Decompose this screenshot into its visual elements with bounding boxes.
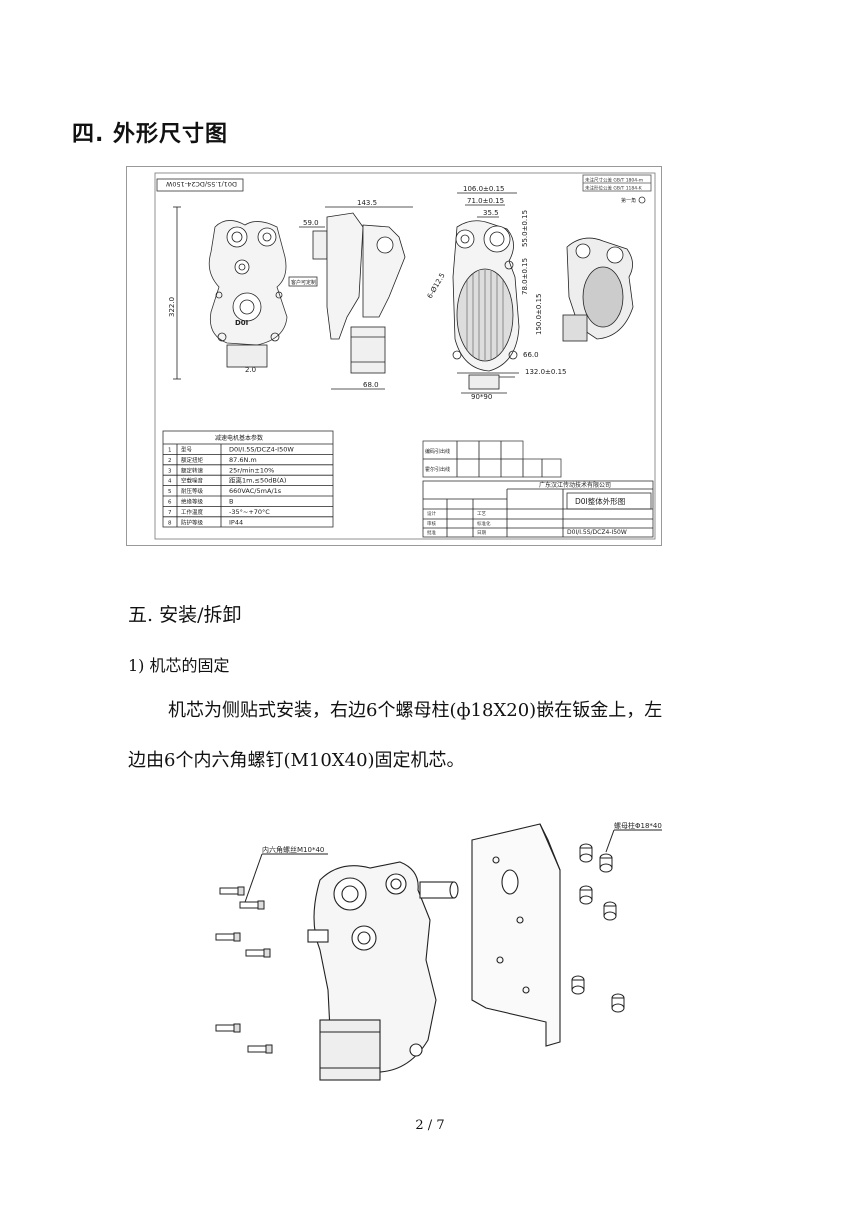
dim-132: 132.0±0.15	[525, 368, 567, 376]
dim-90x90: 90*90	[471, 393, 492, 401]
rear-view: 106.0±0.15 71.0±0.15 35.5 55.0±0.15 78.0…	[426, 185, 567, 401]
isometric-view	[562, 237, 634, 342]
params-title: 减速电机基本参数	[215, 434, 263, 442]
param-name: 工作温度	[181, 508, 204, 516]
front-view: D0I 322.0 2.0	[168, 206, 288, 380]
dim-143: 143.5	[357, 199, 377, 207]
tb-standard: 标准化	[477, 520, 491, 527]
drawing-code: D0I/I.5S/DCZ4-I50W	[567, 529, 627, 536]
param-no: 5	[168, 489, 172, 495]
dim-6-holes: 6-Ø12.5	[426, 272, 447, 300]
drawing-title: D0I整体外形图	[575, 496, 625, 506]
param-value: 距离1m,≤50dB(A)	[229, 476, 286, 485]
dim-66: 66.0	[523, 351, 539, 359]
param-value: 25r/min±10%	[229, 466, 274, 474]
screw-label: 内六角螺丝M10*40	[262, 845, 324, 854]
note-line-2: 未注形位公差 GB/T 1184-K	[585, 185, 643, 192]
param-no: 6	[168, 500, 172, 506]
param-name: 额定扭矩	[181, 456, 204, 464]
title-block: 广东汉江传动技术有限公司 D0I整体外形图 D0I/I.5S/DCZ4-I50W…	[422, 480, 654, 538]
param-name: 耐压等级	[181, 487, 204, 495]
screws	[215, 886, 273, 1054]
nut-posts	[571, 843, 625, 1013]
param-name: 额定转速	[181, 466, 204, 474]
dim-59: 59.0	[303, 219, 319, 227]
param-no: 2	[168, 458, 172, 464]
dim-322: 322.0	[168, 297, 176, 317]
section-heading-dimensions: 四. 外形尺寸图	[72, 122, 229, 147]
mounting-plate	[471, 823, 561, 1047]
param-name: 防护等级	[181, 518, 204, 526]
tb-process: 工艺	[477, 511, 486, 517]
param-no: 3	[168, 468, 172, 474]
dim-35: 35.5	[483, 209, 499, 217]
parameter-table: 减速电机基本参数 1 型号 D0I/I.5S/DCZ4-I50W 2 额定扭矩 …	[162, 430, 334, 528]
section-heading-install: 五. 安装/拆卸	[128, 604, 242, 626]
note-line-1: 未注尺寸公差 GB/T 1804-m	[585, 177, 643, 184]
dim-78: 78.0±0.15	[521, 258, 529, 295]
wire-label-encoder: 编码引出线	[425, 448, 450, 455]
dim-150: 150.0±0.15	[535, 294, 543, 336]
nut-label: 螺母柱Φ18*40	[614, 821, 662, 830]
param-name: 绝缘等级	[181, 498, 204, 506]
param-no: 8	[168, 520, 172, 526]
subsection-heading: 1) 机芯的固定	[128, 656, 230, 675]
param-no: 4	[168, 479, 172, 485]
dim-68: 68.0	[363, 381, 379, 389]
tb-date: 日期	[477, 530, 486, 536]
customer-customizable: 客户可定制	[291, 279, 316, 286]
param-name: 型号	[181, 446, 193, 454]
model-stamp: D01/1.5S/DC24-150W	[165, 180, 237, 188]
wire-table: 编码引出线 霍尔引出线	[422, 440, 562, 478]
company-name: 广东汉江传动技术有限公司	[539, 481, 611, 489]
body-line-2: 边由6个内六角螺钉(M10X40)固定机芯。	[128, 750, 465, 771]
param-no: 1	[168, 448, 172, 454]
projection-label: 第一角	[621, 197, 636, 204]
dim-106: 106.0±0.15	[463, 185, 505, 193]
side-view: 143.5 59.0 客户可定制 68.0	[288, 199, 413, 390]
body-line-1: 机芯为侧贴式安装，右边6个螺母柱(ф18X20)嵌在钣金上，左	[168, 700, 663, 721]
gear-motor	[307, 861, 459, 1081]
housing-logo: D0I	[235, 319, 248, 327]
param-value: D0I/I.5S/DCZ4-I50W	[229, 446, 294, 454]
page-number: 2 / 7	[415, 1118, 445, 1133]
wire-label-hall: 霍尔引出线	[425, 466, 450, 473]
dim-71: 71.0±0.15	[467, 197, 504, 205]
param-name: 空载噪音	[181, 477, 204, 485]
param-value: 660VAC/5mA/1s	[229, 487, 282, 495]
param-value: -35°~+70°C	[229, 508, 270, 516]
param-value: 87.6N.m	[229, 456, 257, 464]
param-value: B	[229, 498, 233, 506]
param-value: IP44	[229, 518, 243, 526]
tb-review: 审核	[427, 520, 436, 527]
dim-2: 2.0	[245, 366, 256, 374]
tb-design: 设计	[427, 510, 436, 517]
dimension-drawing: D01/1.5S/DC24-150W 未注尺寸公差 GB/T 1804-m 未注…	[126, 166, 662, 546]
tb-approve: 批准	[427, 529, 436, 536]
assembly-illustration: 内六角螺丝M10*40 螺母柱Φ18*40	[200, 810, 670, 1100]
param-no: 7	[168, 510, 172, 516]
dim-55: 55.0±0.15	[521, 210, 529, 247]
